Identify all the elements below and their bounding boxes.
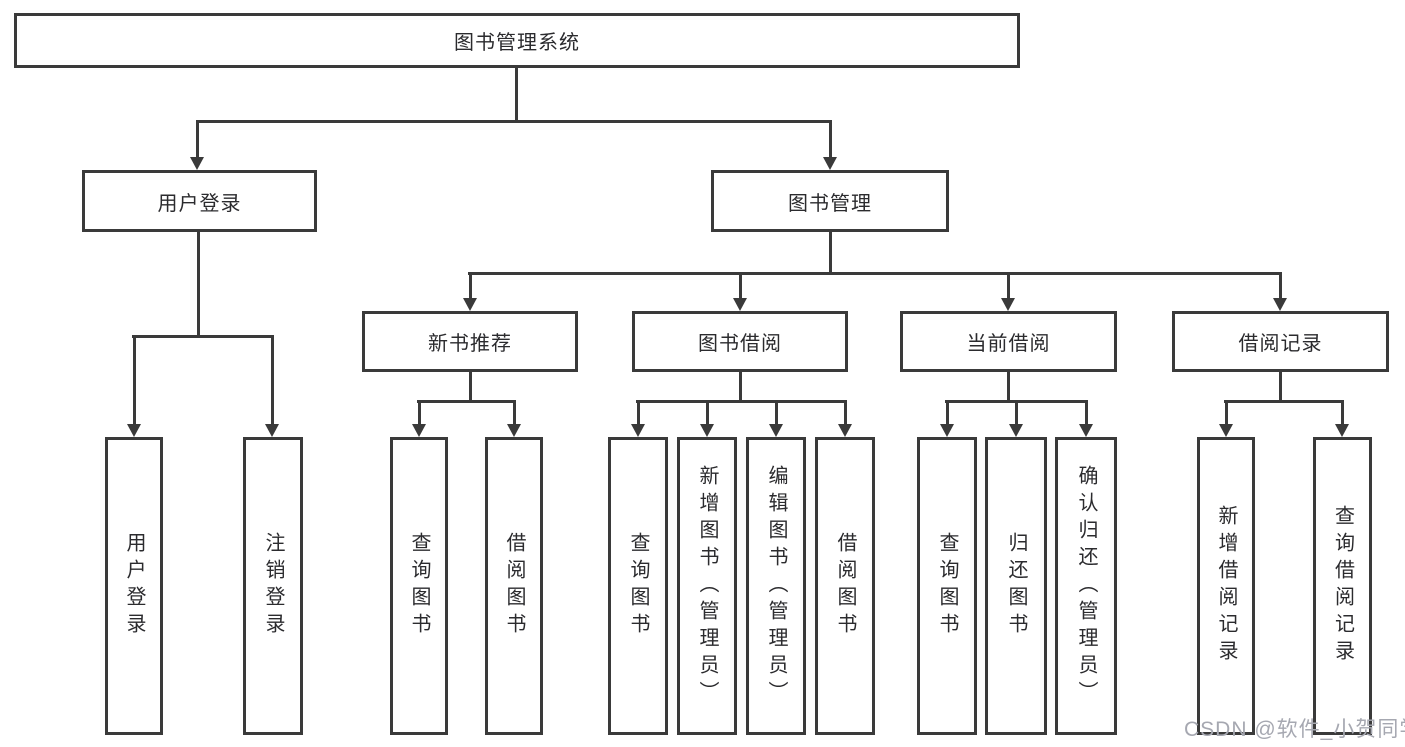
- leaf-label: 借阅图书: [834, 532, 856, 640]
- leaf-borrowing-borrow-books: 借阅图书: [815, 437, 875, 735]
- node-current-borrowing: 当前借阅: [900, 311, 1117, 372]
- arrowhead-down-icon: [265, 424, 279, 437]
- connector-stem: [133, 335, 136, 424]
- leaf-borrowing-query-books: 查询图书: [608, 437, 668, 735]
- connector-stem: [637, 400, 640, 424]
- connector-root-drop: [515, 68, 518, 121]
- node-new-book-recommendation: 新书推荐: [362, 311, 578, 372]
- connector-stem: [196, 120, 199, 158]
- connector-newbook-drop: [469, 372, 472, 403]
- connector-stem: [1279, 272, 1282, 299]
- connector-stem: [1085, 400, 1088, 424]
- connector-stem: [706, 400, 709, 424]
- arrowhead-down-icon: [127, 424, 141, 437]
- connector-stem: [271, 335, 274, 424]
- arrowhead-down-icon: [1079, 424, 1093, 437]
- connector-stem: [1007, 272, 1010, 299]
- arrowhead-down-icon: [823, 157, 837, 170]
- connector-stem: [1225, 400, 1228, 424]
- leaf-logout: 注销登录: [243, 437, 303, 735]
- leaf-label: 注销登录: [262, 532, 284, 640]
- node-book-management: 图书管理: [711, 170, 949, 232]
- connector-book-mgmt-branch: [468, 272, 1282, 275]
- connector-stem: [469, 272, 472, 299]
- connector-stem: [829, 120, 832, 158]
- connector-root-branch: [196, 120, 832, 123]
- csdn-watermark: CSDN @软件_小贺同学: [1184, 718, 1405, 741]
- connector-borrowing-drop: [739, 372, 742, 403]
- leaf-current-return-books: 归还图书: [985, 437, 1047, 735]
- leaf-label: 查询图书: [408, 532, 430, 640]
- node-root-system: 图书管理系统: [14, 13, 1020, 68]
- leaf-label: 查询图书: [627, 532, 649, 640]
- connector-records-drop: [1279, 372, 1282, 403]
- leaf-label: 归还图书: [1005, 532, 1027, 640]
- connector-stem: [844, 400, 847, 424]
- node-label: 图书管理: [788, 192, 872, 215]
- leaf-label: 确认归还（管理员）: [1075, 464, 1097, 708]
- connector-stem: [1341, 400, 1344, 424]
- connector-stem: [1015, 400, 1018, 424]
- node-borrowing-records: 借阅记录: [1172, 311, 1389, 372]
- connector-current-drop: [1007, 372, 1010, 403]
- connector-stem: [739, 272, 742, 299]
- connector-borrowing-branch: [636, 400, 847, 403]
- node-user-login: 用户登录: [82, 170, 317, 232]
- arrowhead-down-icon: [940, 424, 954, 437]
- node-label: 借阅记录: [1238, 333, 1323, 355]
- leaf-records-add-borrow-record: 新增借阅记录: [1197, 437, 1255, 735]
- connector-stem: [775, 400, 778, 424]
- node-label: 图书借阅: [698, 333, 782, 355]
- arrowhead-down-icon: [631, 424, 645, 437]
- connector-stem: [418, 400, 421, 424]
- connector-newbook-branch: [417, 400, 516, 403]
- arrowhead-down-icon: [1009, 424, 1023, 437]
- arrowhead-down-icon: [733, 298, 747, 311]
- arrowhead-down-icon: [838, 424, 852, 437]
- leaf-user-login: 用户登录: [105, 437, 163, 735]
- connector-records-branch: [1224, 400, 1344, 403]
- leaf-borrowing-add-book-admin: 新增图书（管理员）: [677, 437, 737, 735]
- arrowhead-down-icon: [412, 424, 426, 437]
- leaf-current-query-books: 查询图书: [917, 437, 977, 735]
- arrowhead-down-icon: [1273, 298, 1287, 311]
- node-label: 图书管理系统: [454, 32, 580, 54]
- leaf-label: 编辑图书（管理员）: [765, 464, 787, 708]
- leaf-label: 新增借阅记录: [1215, 505, 1237, 667]
- leaf-label: 查询图书: [936, 532, 958, 640]
- leaf-records-query-borrow-record: 查询借阅记录: [1313, 437, 1372, 735]
- arrowhead-down-icon: [463, 298, 477, 311]
- connector-stem: [513, 400, 516, 424]
- leaf-label: 查询借阅记录: [1331, 505, 1354, 667]
- node-label: 当前借阅: [966, 333, 1051, 355]
- connector-user-login-branch: [132, 335, 274, 338]
- leaf-label: 用户登录: [123, 532, 145, 640]
- connector-stem: [946, 400, 949, 424]
- node-label: 新书推荐: [428, 333, 512, 355]
- arrowhead-down-icon: [1001, 298, 1015, 311]
- arrowhead-down-icon: [1219, 424, 1233, 437]
- leaf-borrowing-edit-book-admin: 编辑图书（管理员）: [746, 437, 806, 735]
- leaf-newbook-query-books: 查询图书: [390, 437, 448, 735]
- leaf-current-confirm-return-admin: 确认归还（管理员）: [1055, 437, 1117, 735]
- connector-user-login-drop: [197, 232, 200, 338]
- arrowhead-down-icon: [507, 424, 521, 437]
- leaf-label: 新增图书（管理员）: [696, 464, 718, 708]
- arrowhead-down-icon: [769, 424, 783, 437]
- node-book-borrowing: 图书借阅: [632, 311, 848, 372]
- connector-book-mgmt-drop: [829, 232, 832, 275]
- arrowhead-down-icon: [1335, 424, 1349, 437]
- arrowhead-down-icon: [700, 424, 714, 437]
- arrowhead-down-icon: [190, 157, 204, 170]
- node-label: 用户登录: [157, 192, 242, 215]
- leaf-label: 借阅图书: [503, 532, 525, 640]
- leaf-newbook-borrow-books: 借阅图书: [485, 437, 543, 735]
